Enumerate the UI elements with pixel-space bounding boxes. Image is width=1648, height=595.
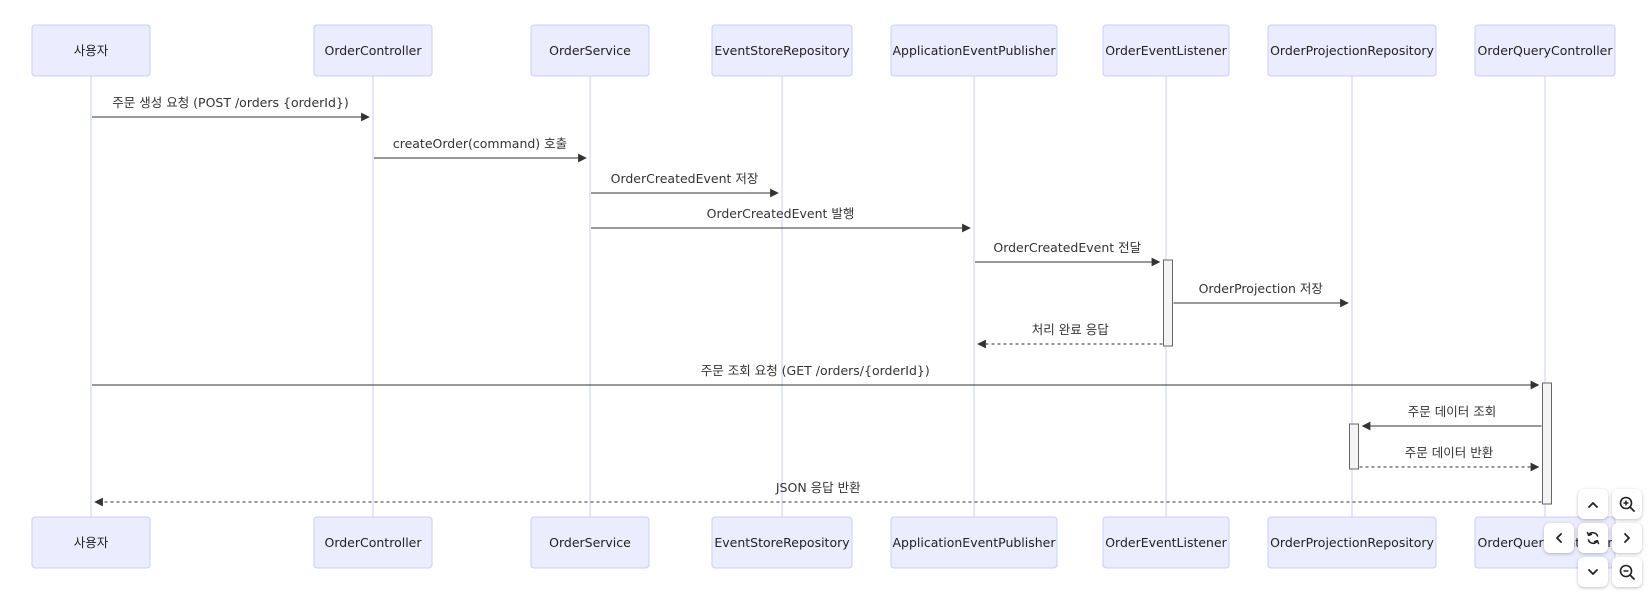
actor-box	[890, 516, 1058, 569]
chevron-right-icon	[1624, 533, 1630, 543]
chevron-left-icon	[1556, 533, 1562, 543]
actor-box	[313, 24, 433, 77]
actor-bottom-orderprojectionrepository: OrderProjectionRepository	[1267, 516, 1437, 569]
actor-label: OrderEventListener	[1105, 535, 1227, 550]
actor-box	[313, 516, 433, 569]
message-label: 주문 데이터 조회	[1408, 404, 1496, 419]
actor-label: EventStoreRepository	[714, 43, 850, 58]
actor-label: OrderEventListener	[1105, 43, 1227, 58]
actor-label: EventStoreRepository	[714, 535, 850, 550]
actor-top-participant-0: 사용자	[31, 24, 151, 77]
actor-top-ordercontroller: OrderController	[313, 24, 433, 77]
actor-label: OrderService	[549, 535, 631, 550]
zoom-out-icon	[1619, 564, 1635, 580]
actor-box	[711, 516, 853, 569]
message-label: OrderCreatedEvent 발행	[707, 206, 855, 221]
actor-box	[1102, 24, 1230, 77]
actor-top-orderprojectionrepository: OrderProjectionRepository	[1267, 24, 1437, 77]
activation-bar	[1542, 382, 1552, 505]
message-10: 주문 데이터 반환	[1359, 445, 1540, 472]
message-11: JSON 응답 반환	[94, 480, 1542, 507]
pan-up-button[interactable]	[1578, 489, 1608, 519]
message-label: JSON 응답 반환	[775, 480, 861, 495]
actor-top-orderquerycontroller: OrderQueryController	[1474, 24, 1616, 77]
activation-bar	[1163, 259, 1173, 347]
zoom-out-button[interactable]	[1612, 557, 1642, 587]
actor-bottom-participant-0: 사용자	[31, 516, 151, 569]
pan-down-button[interactable]	[1578, 557, 1608, 587]
actor-bottom-ordercontroller: OrderController	[313, 516, 433, 569]
activation-bar	[1349, 423, 1359, 470]
message-label: 주문 생성 요청 (POST /orders {orderId})	[112, 95, 348, 110]
zoom-in-icon	[1619, 496, 1635, 512]
actor-top-eventstorerepository: EventStoreRepository	[711, 24, 853, 77]
actor-box	[1474, 24, 1616, 77]
message-label: createOrder(command) 호출	[393, 136, 567, 151]
message-label: OrderCreatedEvent 전달	[993, 240, 1141, 255]
message-label: OrderProjection 저장	[1199, 281, 1324, 296]
actor-top-orderservice: OrderService	[530, 24, 650, 77]
actor-box	[1267, 24, 1437, 77]
message-3: OrderCreatedEvent 저장	[591, 171, 779, 198]
actor-box	[1102, 516, 1230, 569]
actor-label: 사용자	[74, 535, 109, 550]
message-6: OrderProjection 저장	[1173, 281, 1349, 308]
message-label: OrderCreatedEvent 저장	[611, 171, 759, 186]
message-label: 처리 완료 응답	[1032, 322, 1109, 337]
actor-bottom-applicationeventpublisher: ApplicationEventPublisher	[890, 516, 1058, 569]
actor-bottom-ordereventlistener: OrderEventListener	[1102, 516, 1230, 569]
pan-left-button[interactable]	[1544, 523, 1574, 553]
message-7: 처리 완료 응답	[977, 322, 1163, 349]
actor-box	[890, 24, 1058, 77]
actor-top-applicationeventpublisher: ApplicationEventPublisher	[890, 24, 1058, 77]
message-label: 주문 데이터 반환	[1405, 445, 1494, 460]
actor-label: OrderController	[324, 43, 422, 58]
actor-box	[530, 516, 650, 569]
chevron-down-icon	[1588, 569, 1598, 575]
actor-bottom-eventstorerepository: EventStoreRepository	[711, 516, 853, 569]
actor-box	[1267, 516, 1437, 569]
chevron-up-icon	[1588, 502, 1598, 508]
actor-label: OrderService	[549, 43, 631, 58]
message-4: OrderCreatedEvent 발행	[591, 206, 971, 233]
message-8: 주문 조회 요청 (GET /orders/{orderId})	[92, 363, 1540, 390]
actor-label: OrderProjectionRepository	[1270, 43, 1434, 58]
actor-label: ApplicationEventPublisher	[892, 43, 1056, 58]
message-2: createOrder(command) 호출	[374, 136, 587, 163]
refresh-icon	[1586, 531, 1600, 545]
message-label: 주문 조회 요청 (GET /orders/{orderId})	[701, 363, 930, 378]
actor-label: OrderController	[324, 535, 422, 550]
reset-view-button[interactable]	[1578, 523, 1608, 553]
message-5: OrderCreatedEvent 전달	[975, 240, 1161, 267]
actor-label: ApplicationEventPublisher	[892, 535, 1056, 550]
actor-label: 사용자	[74, 43, 109, 58]
actor-label: OrderQueryController	[1478, 43, 1614, 58]
actor-box	[31, 516, 151, 569]
actor-box	[711, 24, 853, 77]
pan-right-button[interactable]	[1612, 523, 1642, 553]
zoom-in-button[interactable]	[1612, 489, 1642, 519]
message-1: 주문 생성 요청 (POST /orders {orderId})	[92, 95, 370, 122]
message-9: 주문 데이터 조회	[1361, 404, 1542, 431]
actor-top-ordereventlistener: OrderEventListener	[1102, 24, 1230, 77]
actor-label: OrderProjectionRepository	[1270, 535, 1434, 550]
actor-bottom-orderservice: OrderService	[530, 516, 650, 569]
actor-box	[31, 24, 151, 77]
actor-box	[530, 24, 650, 77]
